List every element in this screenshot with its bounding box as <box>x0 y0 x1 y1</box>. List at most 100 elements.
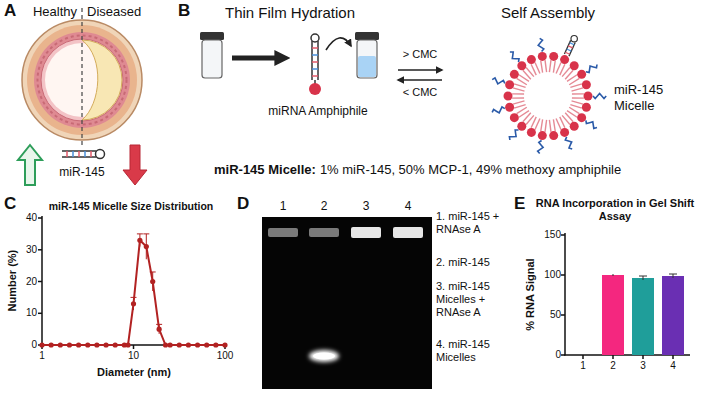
tick-label: 1 <box>39 350 45 362</box>
tick-label: 50 <box>550 309 561 321</box>
amphiphile-head <box>577 113 586 122</box>
peptide-strand <box>509 130 518 140</box>
data-point <box>39 342 44 347</box>
bars <box>602 274 684 355</box>
amphiphile-head <box>538 52 547 61</box>
peptide-strand <box>593 94 606 99</box>
lane-key: 1. miR-145 + RNAse A <box>436 210 508 236</box>
amphiphile-head <box>517 61 526 70</box>
amphiphile-head <box>517 122 526 131</box>
data-point <box>163 342 168 347</box>
micelle-label: miR-145 Micelle <box>614 82 684 113</box>
up-arrow <box>18 145 42 185</box>
lane-number: 3 <box>363 199 370 213</box>
lipid-tail <box>572 88 584 91</box>
base-pair <box>567 49 572 51</box>
panel-letter: E <box>514 194 525 214</box>
amphiphile-head <box>527 55 536 64</box>
tick-label: 100 <box>217 350 234 362</box>
panel-letter: C <box>4 194 16 214</box>
base-pair <box>570 43 575 45</box>
data-point <box>186 342 191 347</box>
panel-letter: B <box>178 1 190 21</box>
error-cap <box>131 297 137 298</box>
lipid-tail <box>535 62 540 73</box>
mirna-hairpin <box>62 150 105 159</box>
peptide-strand <box>510 52 519 62</box>
data-point <box>103 342 108 347</box>
size-distribution-series <box>39 234 227 348</box>
error-cap <box>156 324 162 325</box>
lipid-tail <box>535 119 540 130</box>
tick-label: 40 <box>26 212 37 224</box>
empty-vial <box>200 32 224 78</box>
lipid-tail <box>549 60 551 72</box>
panel-letter: A <box>4 1 16 21</box>
lipid-tail <box>553 119 555 131</box>
tick-label: 3 <box>640 360 646 372</box>
lipid-tail <box>514 105 525 109</box>
lane-number: 1 <box>280 199 287 213</box>
lipid-tail <box>569 78 579 84</box>
lipid-tail <box>556 119 561 130</box>
data-point <box>150 279 155 284</box>
tick-label: 30 <box>26 244 37 256</box>
data-point <box>94 342 99 347</box>
amphiphile-head <box>538 131 547 140</box>
equilibrium-arrows <box>398 70 442 80</box>
amphiphile-head <box>510 113 519 122</box>
panel-letter: D <box>237 194 249 214</box>
mirna-loop <box>571 35 577 41</box>
lipid-tail <box>541 119 543 131</box>
amphiphile-illustration <box>309 34 321 95</box>
amphiphile-head <box>570 122 579 131</box>
step-heading: Thin Film Hydration <box>225 4 355 22</box>
formulation-heading: miR-145 Micelle: <box>214 162 316 178</box>
peptide-strand <box>538 141 544 154</box>
data-point <box>58 342 63 347</box>
lipid-tail <box>560 117 565 128</box>
cmc-label: < CMC <box>403 86 438 99</box>
data-point <box>222 342 227 347</box>
lipid-tail <box>517 107 527 113</box>
lipid-tail <box>514 84 525 88</box>
tick-label: 1 <box>580 360 586 372</box>
data-point <box>195 342 200 347</box>
amphiphile-head <box>560 55 569 64</box>
peptide-strand <box>586 65 597 73</box>
amphiphile-head <box>505 80 514 89</box>
axis-title: % RNA Signal <box>523 259 536 331</box>
data-point <box>168 342 173 347</box>
tick-label: 10 <box>26 307 37 319</box>
lipid-tail <box>512 97 524 99</box>
amphiphile-head <box>582 103 591 112</box>
error-cap <box>150 271 156 272</box>
rna-label: miR-145 <box>59 165 104 179</box>
curved-arrow <box>326 38 351 50</box>
tick-label: 20 <box>26 276 37 288</box>
axis-title: Number (%) <box>6 250 19 312</box>
lane-key: 2. miR-145 <box>436 256 508 269</box>
data-point <box>131 301 136 306</box>
amphiphile-head <box>510 70 519 79</box>
hydrated-vial <box>355 32 379 78</box>
lipid-tail <box>545 120 547 132</box>
tick-label: 150 <box>544 229 561 241</box>
tick-label: 2 <box>610 360 616 372</box>
data-point <box>113 342 118 347</box>
amphiphile-head <box>577 70 586 79</box>
tick-label: 4 <box>670 360 676 372</box>
lipid-tail <box>553 61 555 73</box>
region-label: Healthy <box>33 4 77 20</box>
lipid-tail <box>572 101 584 104</box>
cmc-label: > CMC <box>403 48 438 61</box>
data-point <box>49 342 54 347</box>
peptide-strand <box>492 107 505 113</box>
data-point <box>204 342 209 347</box>
base-pair <box>565 52 570 54</box>
down-arrow <box>123 145 147 185</box>
lipid-tail <box>531 64 536 75</box>
data-point <box>213 342 218 347</box>
